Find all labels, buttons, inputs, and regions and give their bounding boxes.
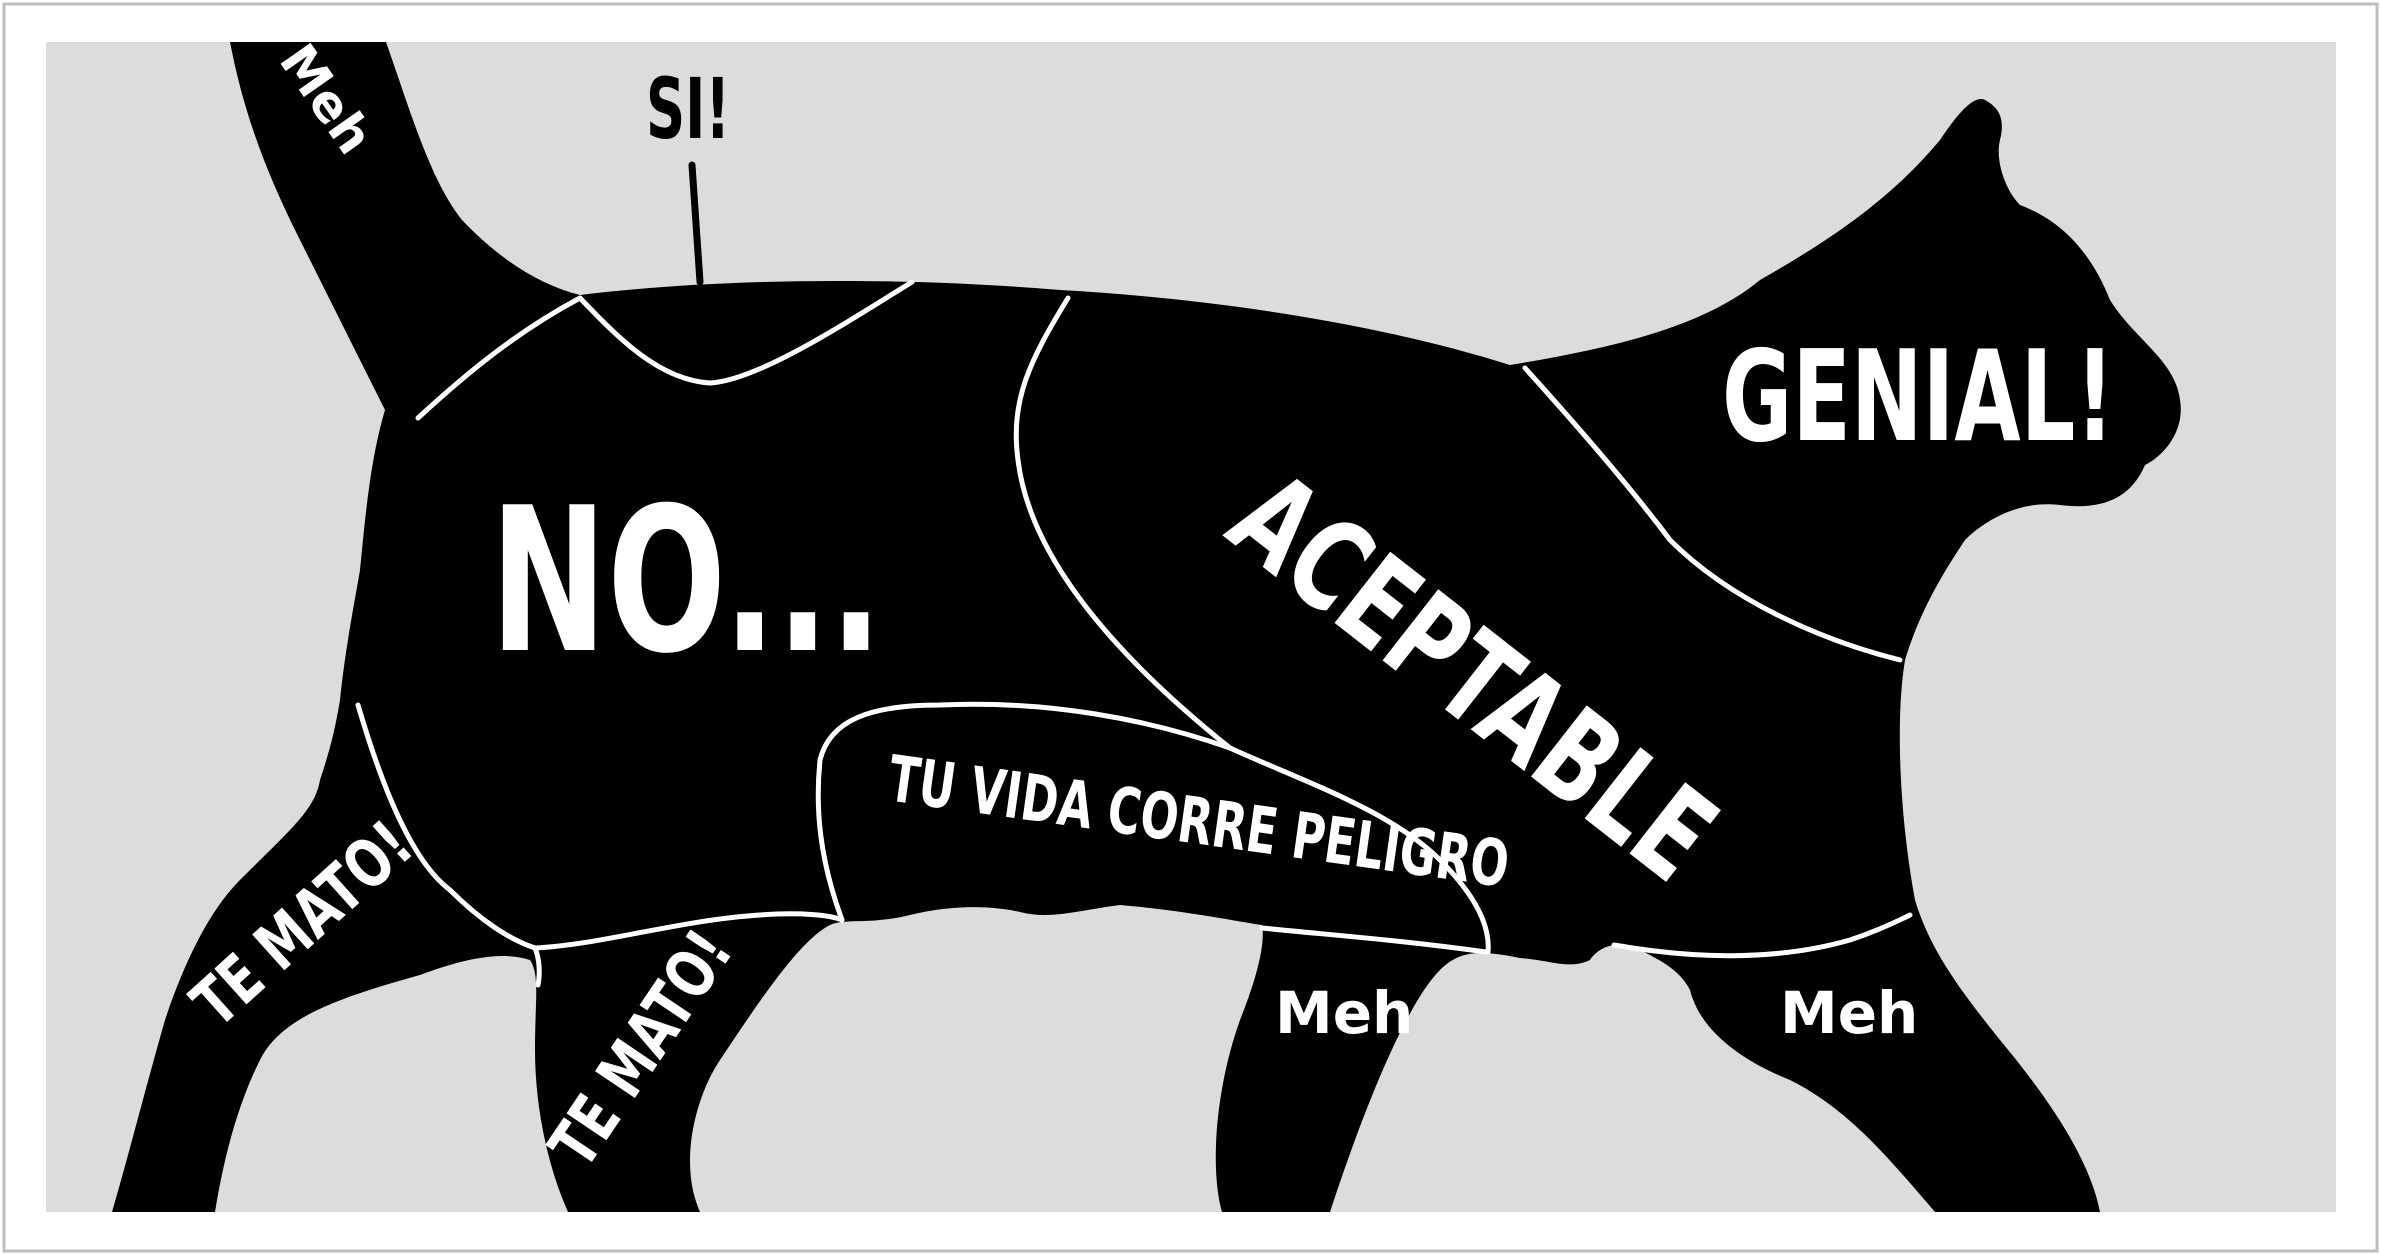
line-no-aceptable [1013,295,1233,751]
label-no: NO... [490,465,883,698]
line-front-meh-top [1611,912,1913,959]
cat-silhouette [112,42,2181,1212]
line-rear-leg-split [532,945,542,988]
line-tail-back [415,295,583,421]
label-meh-front: Meh [1780,979,1918,1047]
line-aceptable-genial [1522,365,1903,663]
label-genial: GENIAL! [1722,324,2114,470]
label-meh-hind: Meh [1275,979,1413,1047]
line-belly-top [1227,745,1491,955]
si-pointer-line [688,161,704,286]
line-si-region [577,279,915,386]
line-hind-meh-top [1259,925,1489,955]
region-lines [355,161,1913,988]
line-belly-outline [815,701,1233,923]
label-si: SI! [646,61,730,159]
